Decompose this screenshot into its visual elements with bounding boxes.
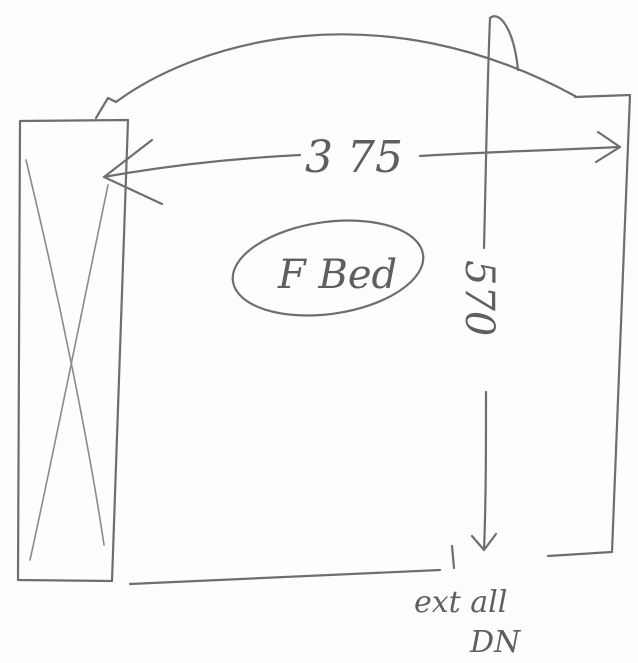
room-outline bbox=[128, 93, 632, 586]
depth-dimension bbox=[470, 15, 520, 552]
left-wall-unit bbox=[16, 118, 130, 583]
width-label: 3 75 bbox=[305, 132, 403, 183]
door-label-line2: DN bbox=[469, 625, 522, 660]
room-label-oval bbox=[231, 219, 425, 317]
door-mark bbox=[450, 544, 456, 570]
room-label: F Bed bbox=[277, 252, 397, 298]
door-label-line1: ext all bbox=[414, 585, 507, 620]
swing-arc bbox=[94, 33, 577, 120]
width-dimension bbox=[102, 130, 622, 206]
depth-label: 570 bbox=[456, 260, 502, 336]
